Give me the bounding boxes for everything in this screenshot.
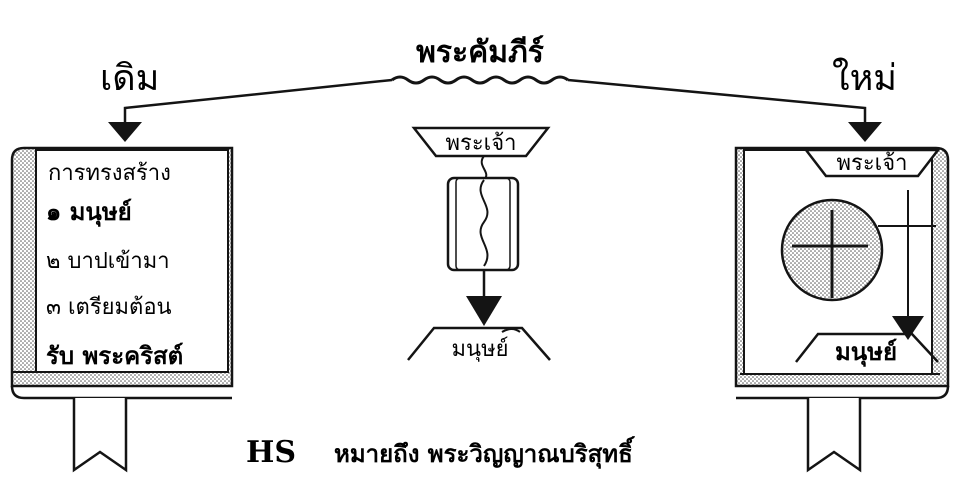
middle-diagram: พระเจ้า มนุษย์: [408, 128, 550, 362]
arrow-tail: [502, 329, 520, 332]
god-label: พระเจ้า: [837, 151, 908, 176]
old-testament-book: การทรงสร้าง ๑ มนุษย์ ๒ บาปเข้ามา ๓ เตรีย…: [12, 148, 232, 470]
connector-to-old-book: [125, 80, 392, 122]
book-line: การทรงสร้าง: [48, 161, 171, 186]
book-spine: [736, 386, 948, 398]
arrow-down-icon: [848, 122, 882, 142]
book-line-highlight: รับ พระคริสต์: [46, 342, 183, 370]
man-label: มนุษย์: [452, 337, 509, 362]
title-wavy-underline: [392, 77, 568, 83]
new-testament-label: ใหม่: [832, 57, 897, 99]
god-label: พระเจ้า: [446, 131, 517, 156]
legend-abbr: HS: [246, 435, 296, 470]
new-testament-book: พระเจ้า มนุษย์: [736, 148, 948, 470]
title: พระคัมภีร์: [416, 35, 544, 70]
man-label: มนุษย์: [835, 338, 897, 368]
bookmark-ribbon: [808, 398, 860, 470]
book-line: ๑ มนุษย์: [46, 198, 132, 228]
book-spine: [12, 386, 232, 398]
arrow-down-icon: [108, 122, 142, 142]
connector-to-new-book: [568, 80, 865, 122]
legend-text: หมายถึง พระวิญญาณบริสุทธิ์: [334, 436, 635, 470]
arrow-down-icon: [466, 296, 502, 326]
connector-wavy: [482, 156, 487, 180]
book-line: ๒ บาปเข้ามา: [46, 249, 170, 274]
old-testament-label: เดิม: [100, 58, 159, 99]
bookmark-ribbon: [74, 398, 126, 470]
book-line: ๓ เตรียมต้อน: [46, 295, 172, 320]
